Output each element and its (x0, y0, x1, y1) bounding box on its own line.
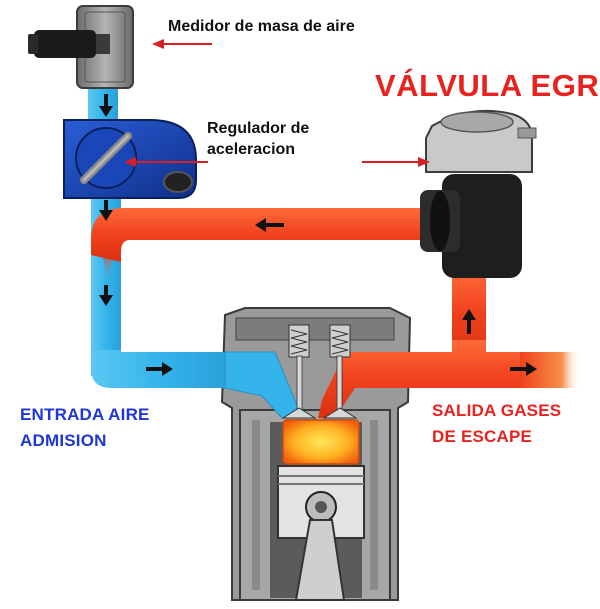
intake-label-line1: ENTRADA AIRE (20, 405, 150, 425)
throttle-label-line2: aceleracion (207, 141, 295, 159)
exhaust-label-line1: SALIDA GASES (432, 401, 561, 421)
exhaust-label-line2: DE ESCAPE (432, 427, 532, 447)
pointer-maf (152, 39, 212, 49)
pointer-egr (362, 157, 430, 167)
throttle-body-icon (64, 120, 196, 198)
egr-valve-icon (420, 111, 536, 278)
maf-sensor-label: Medidor de masa de aire (168, 18, 355, 36)
combustion-chamber (283, 420, 359, 464)
intake-label-line2: ADMISION (20, 431, 107, 451)
egr-valve-title: VÁLVULA EGR (375, 68, 599, 104)
maf-sensor-icon (28, 6, 133, 88)
throttle-label-line1: Regulador de (207, 120, 309, 138)
